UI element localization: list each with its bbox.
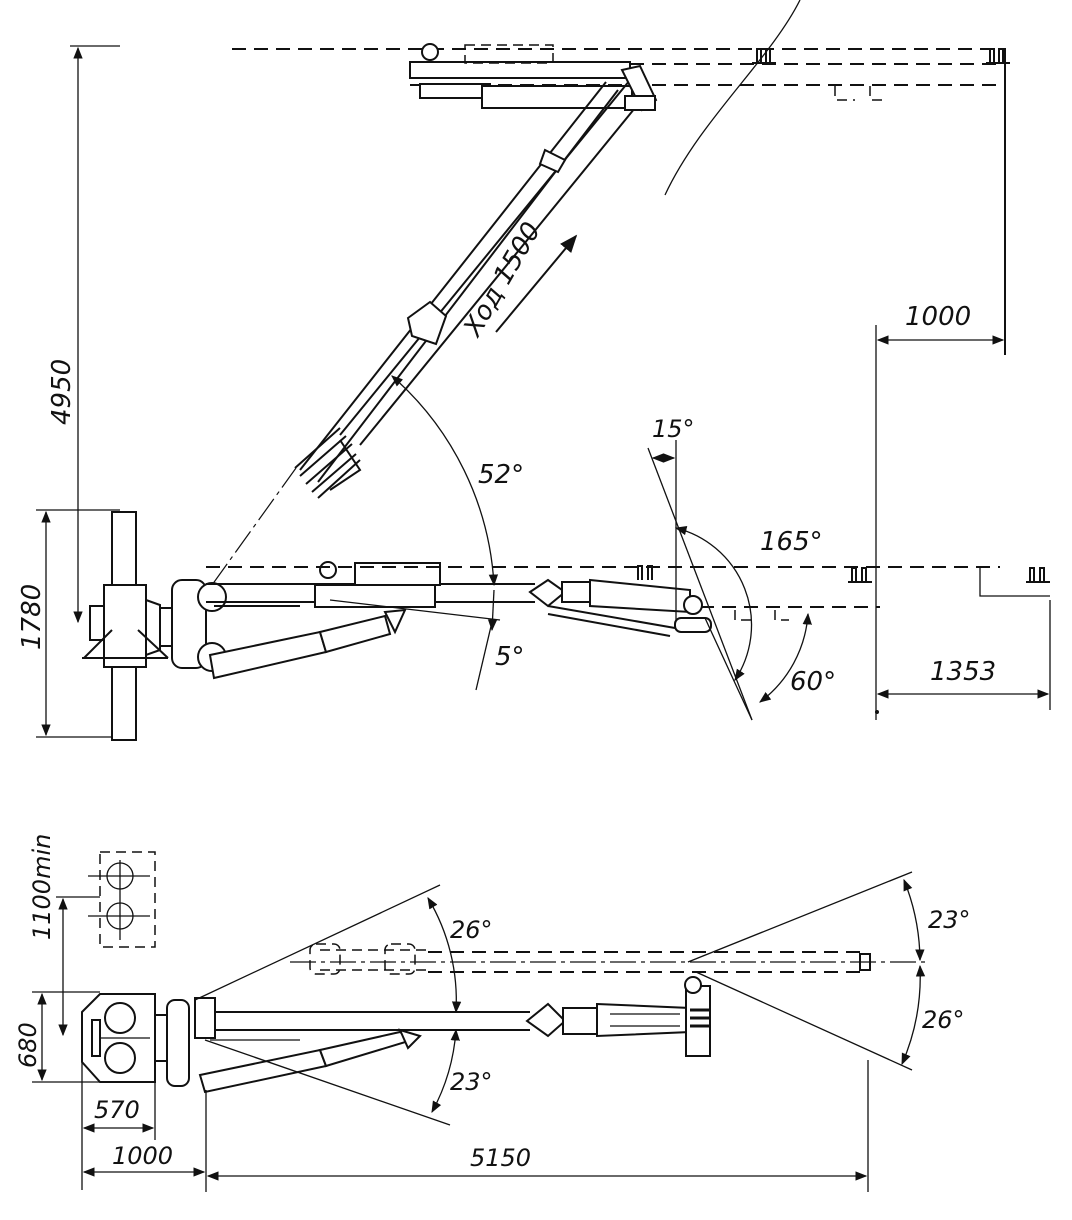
angle-26-right-label: 26° bbox=[922, 1006, 965, 1034]
base-block bbox=[81, 993, 190, 1087]
base-dashed-top bbox=[88, 851, 156, 948]
svg-text:5150: 5150 bbox=[470, 1144, 531, 1172]
stroke-arrow bbox=[495, 234, 578, 333]
line-15deg bbox=[647, 447, 753, 721]
dimension-1100min: 1100min bbox=[28, 834, 100, 1037]
lower-cylinder bbox=[208, 605, 407, 680]
cable-line bbox=[664, 0, 801, 196]
plan-boom bbox=[194, 976, 711, 1094]
angle-60-label: 60° bbox=[790, 667, 836, 697]
arc-165 bbox=[674, 526, 753, 681]
dimension-680: 680 bbox=[14, 991, 100, 1083]
svg-text:680: 680 bbox=[14, 1022, 42, 1068]
dimension-1353: 1353 bbox=[875, 600, 1051, 714]
arc-26-left bbox=[427, 896, 462, 1014]
elevation-view: Ход 1500 4950 1780 1000 1353 bbox=[17, 0, 1051, 741]
swung-boom-dashed bbox=[290, 943, 930, 975]
angle-52-label: 52° bbox=[478, 460, 524, 490]
angle-15-label: 15° bbox=[652, 415, 695, 443]
svg-text:1780: 1780 bbox=[17, 584, 47, 650]
svg-text:1353: 1353 bbox=[930, 657, 996, 687]
arc-23-right bbox=[903, 878, 925, 962]
svg-text:1000: 1000 bbox=[905, 302, 971, 332]
upper-rail bbox=[232, 43, 1010, 355]
angle-5-label: 5° bbox=[495, 642, 525, 672]
raised-boom bbox=[294, 64, 658, 499]
bottom-dimensions: 570 1000 5150 bbox=[81, 1060, 869, 1192]
line-5deg bbox=[329, 599, 501, 621]
horizontal-boom bbox=[206, 561, 1050, 637]
svg-text:1000: 1000 bbox=[112, 1142, 173, 1170]
arc-23-left bbox=[431, 1028, 460, 1114]
arc-52 bbox=[391, 375, 499, 587]
dimension-4950: 4950 bbox=[47, 45, 120, 624]
angle-23-left-label: 23° bbox=[450, 1068, 493, 1096]
svg-text:570: 570 bbox=[94, 1096, 140, 1124]
arc-60 bbox=[759, 612, 812, 703]
svg-text:4950: 4950 bbox=[47, 359, 77, 425]
plan-view: 1100min 680 bbox=[14, 834, 971, 1192]
dimension-1780: 1780 bbox=[17, 509, 120, 738]
boom-axis bbox=[211, 467, 297, 586]
base-column bbox=[82, 511, 175, 741]
arc-26-right bbox=[901, 964, 926, 1066]
angle-23-right-label: 23° bbox=[928, 906, 971, 934]
angle-26-left-label: 26° bbox=[450, 916, 493, 944]
dimension-1000-top: 1000 bbox=[875, 302, 1005, 720]
svg-text:1100min: 1100min bbox=[28, 834, 56, 940]
angle-165-label: 165° bbox=[760, 527, 823, 557]
